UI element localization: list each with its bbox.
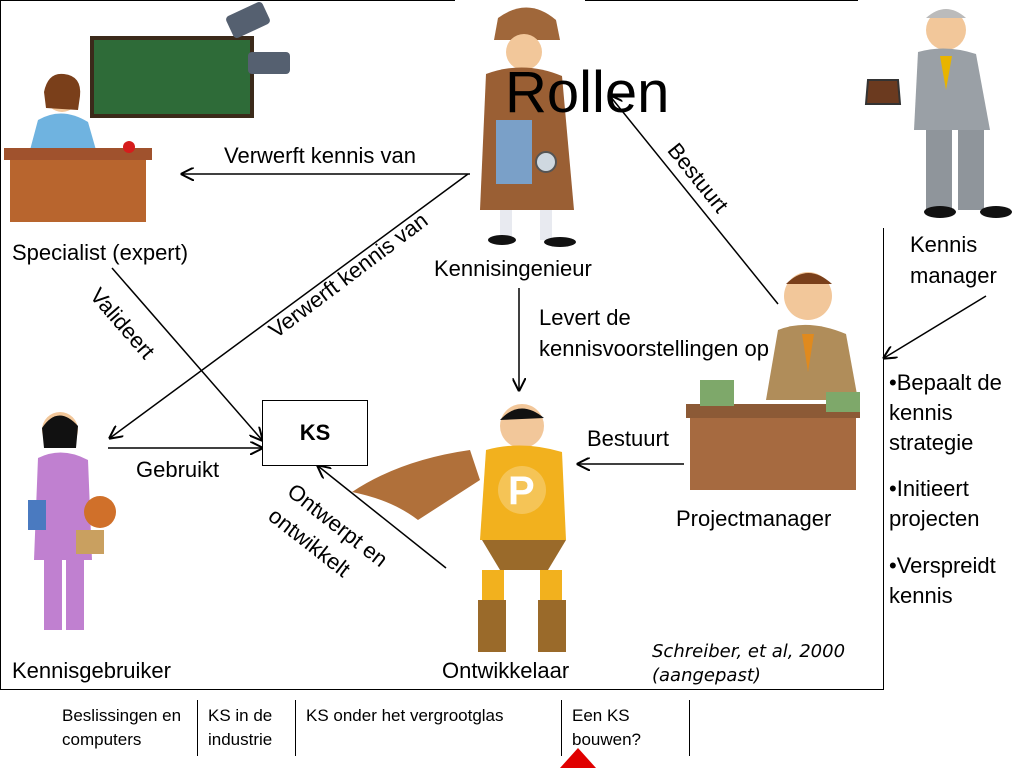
role-kennisingenieur-label: Kennisingenieur bbox=[434, 256, 592, 281]
relation-arrows bbox=[108, 96, 987, 569]
role-kennisgebruiker-label: Kennisgebruiker bbox=[12, 658, 171, 683]
frame-line-bottom bbox=[0, 689, 884, 690]
nav-item-ks-industrie[interactable]: KS in de industrie bbox=[208, 706, 273, 749]
arrow-verwerft-gebruiker bbox=[110, 173, 469, 438]
role-ontwikkelaar-label: Ontwikkelaar bbox=[442, 658, 570, 683]
nav-separator bbox=[295, 700, 296, 756]
relation-verwerft-specialist: Verwerft kennis van bbox=[224, 143, 416, 168]
frame-line-left bbox=[0, 0, 1, 690]
ontwikkelaar-illustration: P bbox=[352, 404, 566, 652]
arrow-ontwerpt bbox=[318, 466, 447, 569]
projectmanager-illustration bbox=[686, 272, 860, 490]
kennisingenieur-illustration bbox=[480, 7, 576, 247]
citation: Schreiber, et al, 2000 (aangepast) bbox=[652, 641, 846, 686]
ks-box: KS bbox=[262, 400, 368, 466]
nav-item-vergrootglas[interactable]: KS onder het vergrootglas bbox=[306, 706, 504, 725]
page-title: Rollen bbox=[505, 60, 670, 125]
nav-item-beslissingen[interactable]: Beslissingen en computers bbox=[62, 706, 182, 749]
relation-levert: Levert de kennisvoorstellingen op bbox=[539, 305, 769, 361]
nav-separator bbox=[561, 700, 562, 756]
relation-gebruikt: Gebruikt bbox=[136, 457, 220, 482]
role-projectmanager-label: Projectmanager bbox=[676, 506, 832, 531]
task-strategy: •Bepaalt de kennis strategie bbox=[889, 370, 1002, 455]
nav-separator bbox=[689, 700, 690, 756]
nav-item-ks-bouwen[interactable]: Een KS bouwen? bbox=[572, 706, 642, 749]
nav-current-marker bbox=[560, 748, 596, 768]
frame-line-right bbox=[883, 228, 884, 690]
frame-line-top-right bbox=[585, 0, 858, 1]
role-kennis-manager-label: Kennis manager bbox=[910, 232, 997, 288]
kennis-manager-illustration bbox=[864, 9, 1012, 218]
arrow-valideert bbox=[111, 267, 262, 440]
svg-text:P: P bbox=[508, 469, 535, 513]
task-projects: •Initieert projecten bbox=[889, 476, 980, 531]
relation-bestuurt-ontwikkelaar: Bestuurt bbox=[587, 426, 669, 451]
nav-separator bbox=[197, 700, 198, 756]
specialist-illustration bbox=[4, 1, 290, 222]
role-specialist-label: Specialist (expert) bbox=[12, 240, 189, 265]
arrow-bestuurt-ingenieur bbox=[610, 96, 779, 305]
task-spread: •Verspreidt kennis bbox=[889, 553, 996, 608]
arrow-manager-tasks bbox=[884, 295, 987, 358]
kennisgebruiker-illustration bbox=[28, 412, 116, 630]
frame-line-top-left bbox=[0, 0, 455, 1]
